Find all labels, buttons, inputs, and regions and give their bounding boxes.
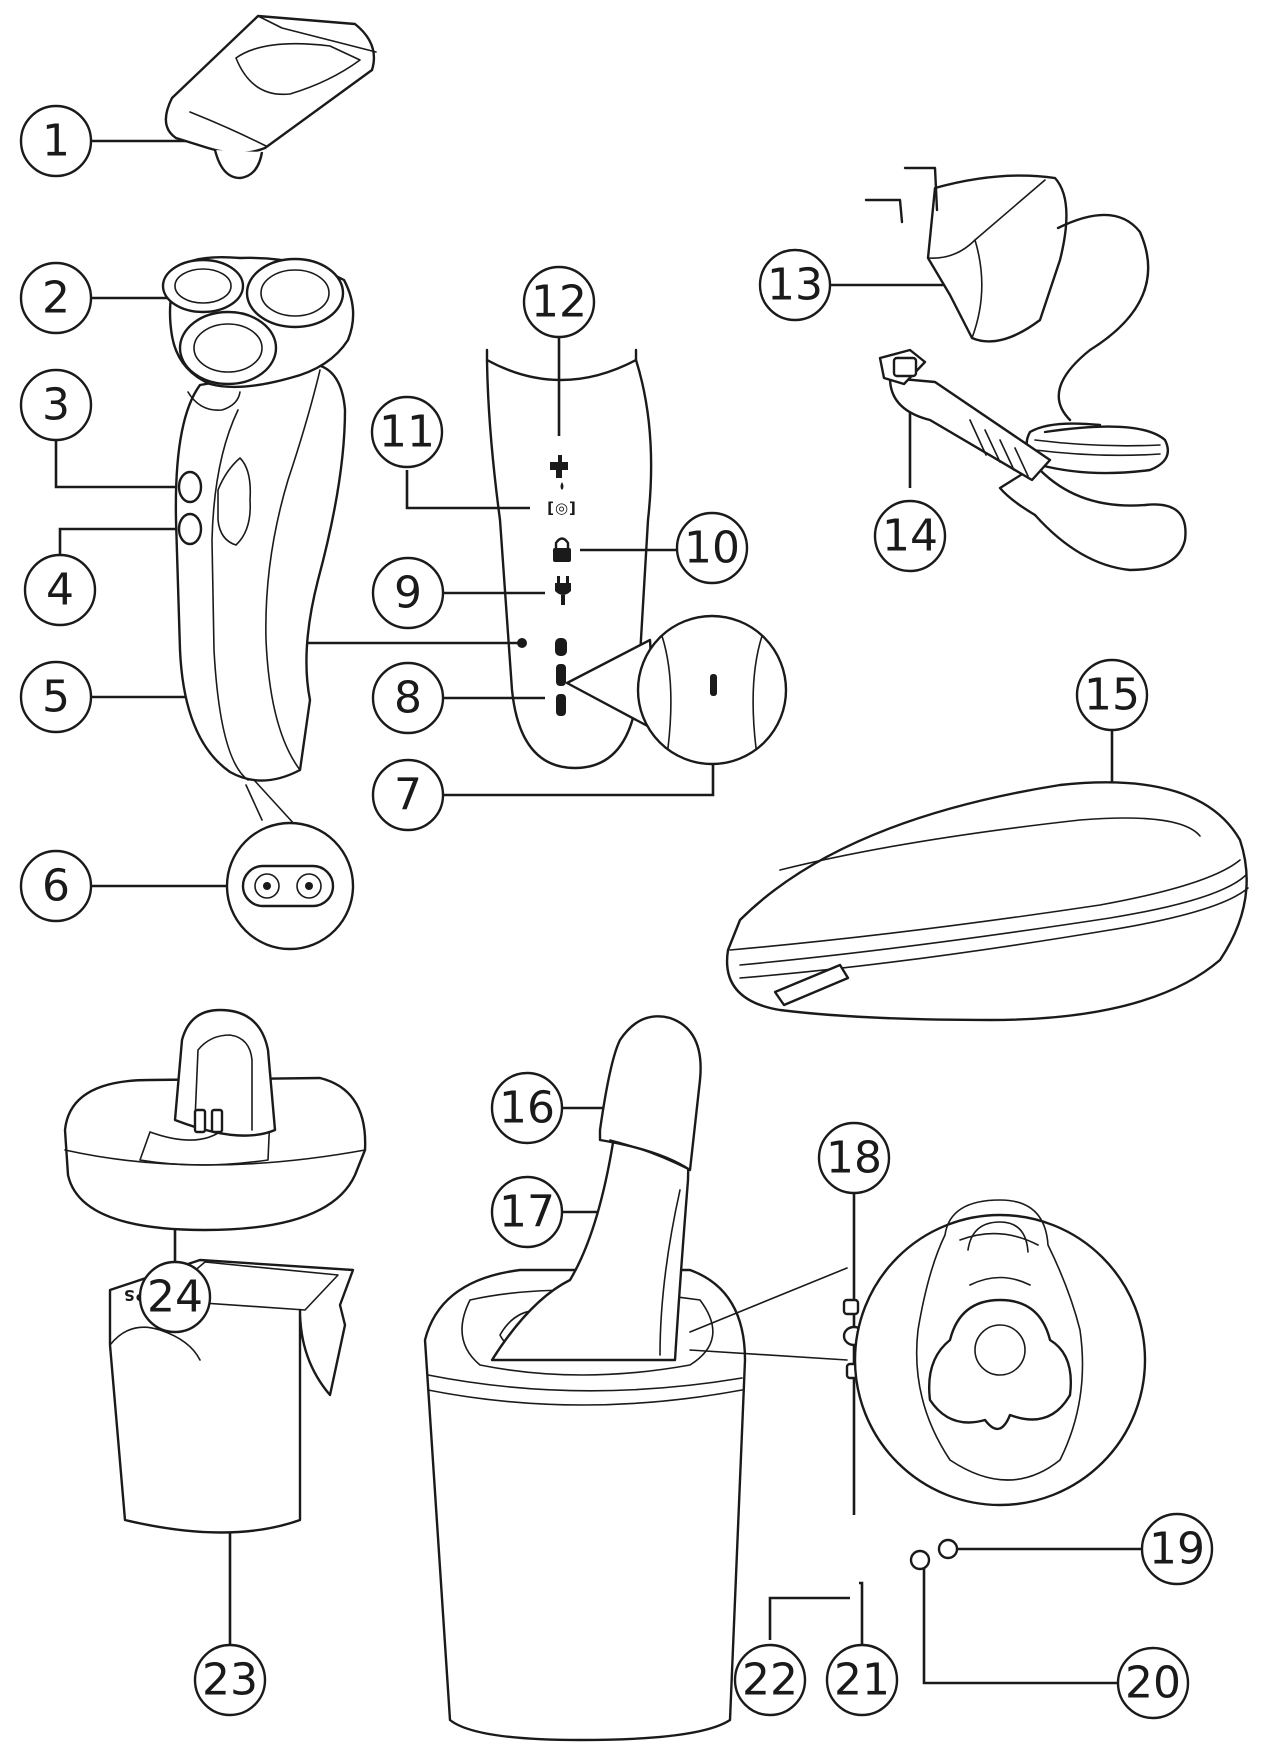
svg-text:4: 4 <box>46 565 74 616</box>
callout-c19: 19 <box>1140 1512 1214 1586</box>
power-supply <box>864 166 1187 572</box>
shaver <box>161 256 355 782</box>
callout-c22: 22 <box>733 1643 807 1717</box>
callout-c3: 3 <box>19 368 93 442</box>
pouch <box>725 781 1249 1022</box>
callout-c1: 1 <box>19 104 93 178</box>
svg-text:1: 1 <box>42 116 70 167</box>
svg-text:13: 13 <box>767 260 823 311</box>
callout-c2: 2 <box>19 261 93 335</box>
svg-text:15: 15 <box>1084 670 1140 721</box>
socket-inset <box>225 779 355 951</box>
svg-text:14: 14 <box>882 511 938 562</box>
svg-text:8: 8 <box>394 673 422 724</box>
callout-c5: 5 <box>19 660 93 734</box>
callout-c14: 14 <box>873 499 947 573</box>
callout-c13: 13 <box>758 248 832 322</box>
svg-text:21: 21 <box>834 1655 890 1706</box>
svg-text:7: 7 <box>394 770 422 821</box>
callout-c8: 8 <box>371 661 445 735</box>
callout-c6: 6 <box>19 849 93 923</box>
svg-text:[◎]: [◎] <box>547 499 577 517</box>
svg-text:11: 11 <box>379 407 435 458</box>
svg-text:17: 17 <box>499 1187 555 1238</box>
callout-c20: 20 <box>1116 1646 1190 1720</box>
callout-c18: 18 <box>817 1121 891 1195</box>
callout-c15: 15 <box>1075 658 1149 732</box>
svg-text:3: 3 <box>42 380 70 431</box>
charging-stand <box>63 1008 367 1232</box>
callout-c23: 23 <box>193 1643 267 1717</box>
svg-text:23: 23 <box>202 1655 258 1706</box>
callout-c7: 7 <box>371 758 445 832</box>
callout-c21: 21 <box>825 1643 899 1717</box>
svg-text:16: 16 <box>499 1083 555 1134</box>
display-panel: [◎] <box>485 348 788 770</box>
trimmer-attachment <box>164 14 377 180</box>
svg-text:20: 20 <box>1125 1658 1181 1709</box>
svg-text:24: 24 <box>147 1272 203 1323</box>
svg-text:10: 10 <box>684 523 740 574</box>
callout-c10: 10 <box>675 511 749 585</box>
cleaning-unit <box>423 1015 1147 1742</box>
callout-c11: 11 <box>370 395 444 469</box>
svg-text:5: 5 <box>42 672 70 723</box>
svg-text:22: 22 <box>742 1655 798 1706</box>
svg-text:19: 19 <box>1149 1524 1205 1575</box>
svg-text:12: 12 <box>531 277 587 328</box>
callout-c9: 9 <box>371 556 445 630</box>
svg-text:2: 2 <box>42 273 70 324</box>
svg-text:6: 6 <box>42 861 70 912</box>
svg-text:18: 18 <box>826 1133 882 1184</box>
callout-c16: 16 <box>490 1071 564 1145</box>
svg-text:9: 9 <box>394 568 422 619</box>
callout-c24: 24 <box>138 1260 212 1334</box>
callout-c17: 17 <box>490 1175 564 1249</box>
callout-c12: 12 <box>522 265 596 339</box>
callout-c4: 4 <box>23 553 97 627</box>
